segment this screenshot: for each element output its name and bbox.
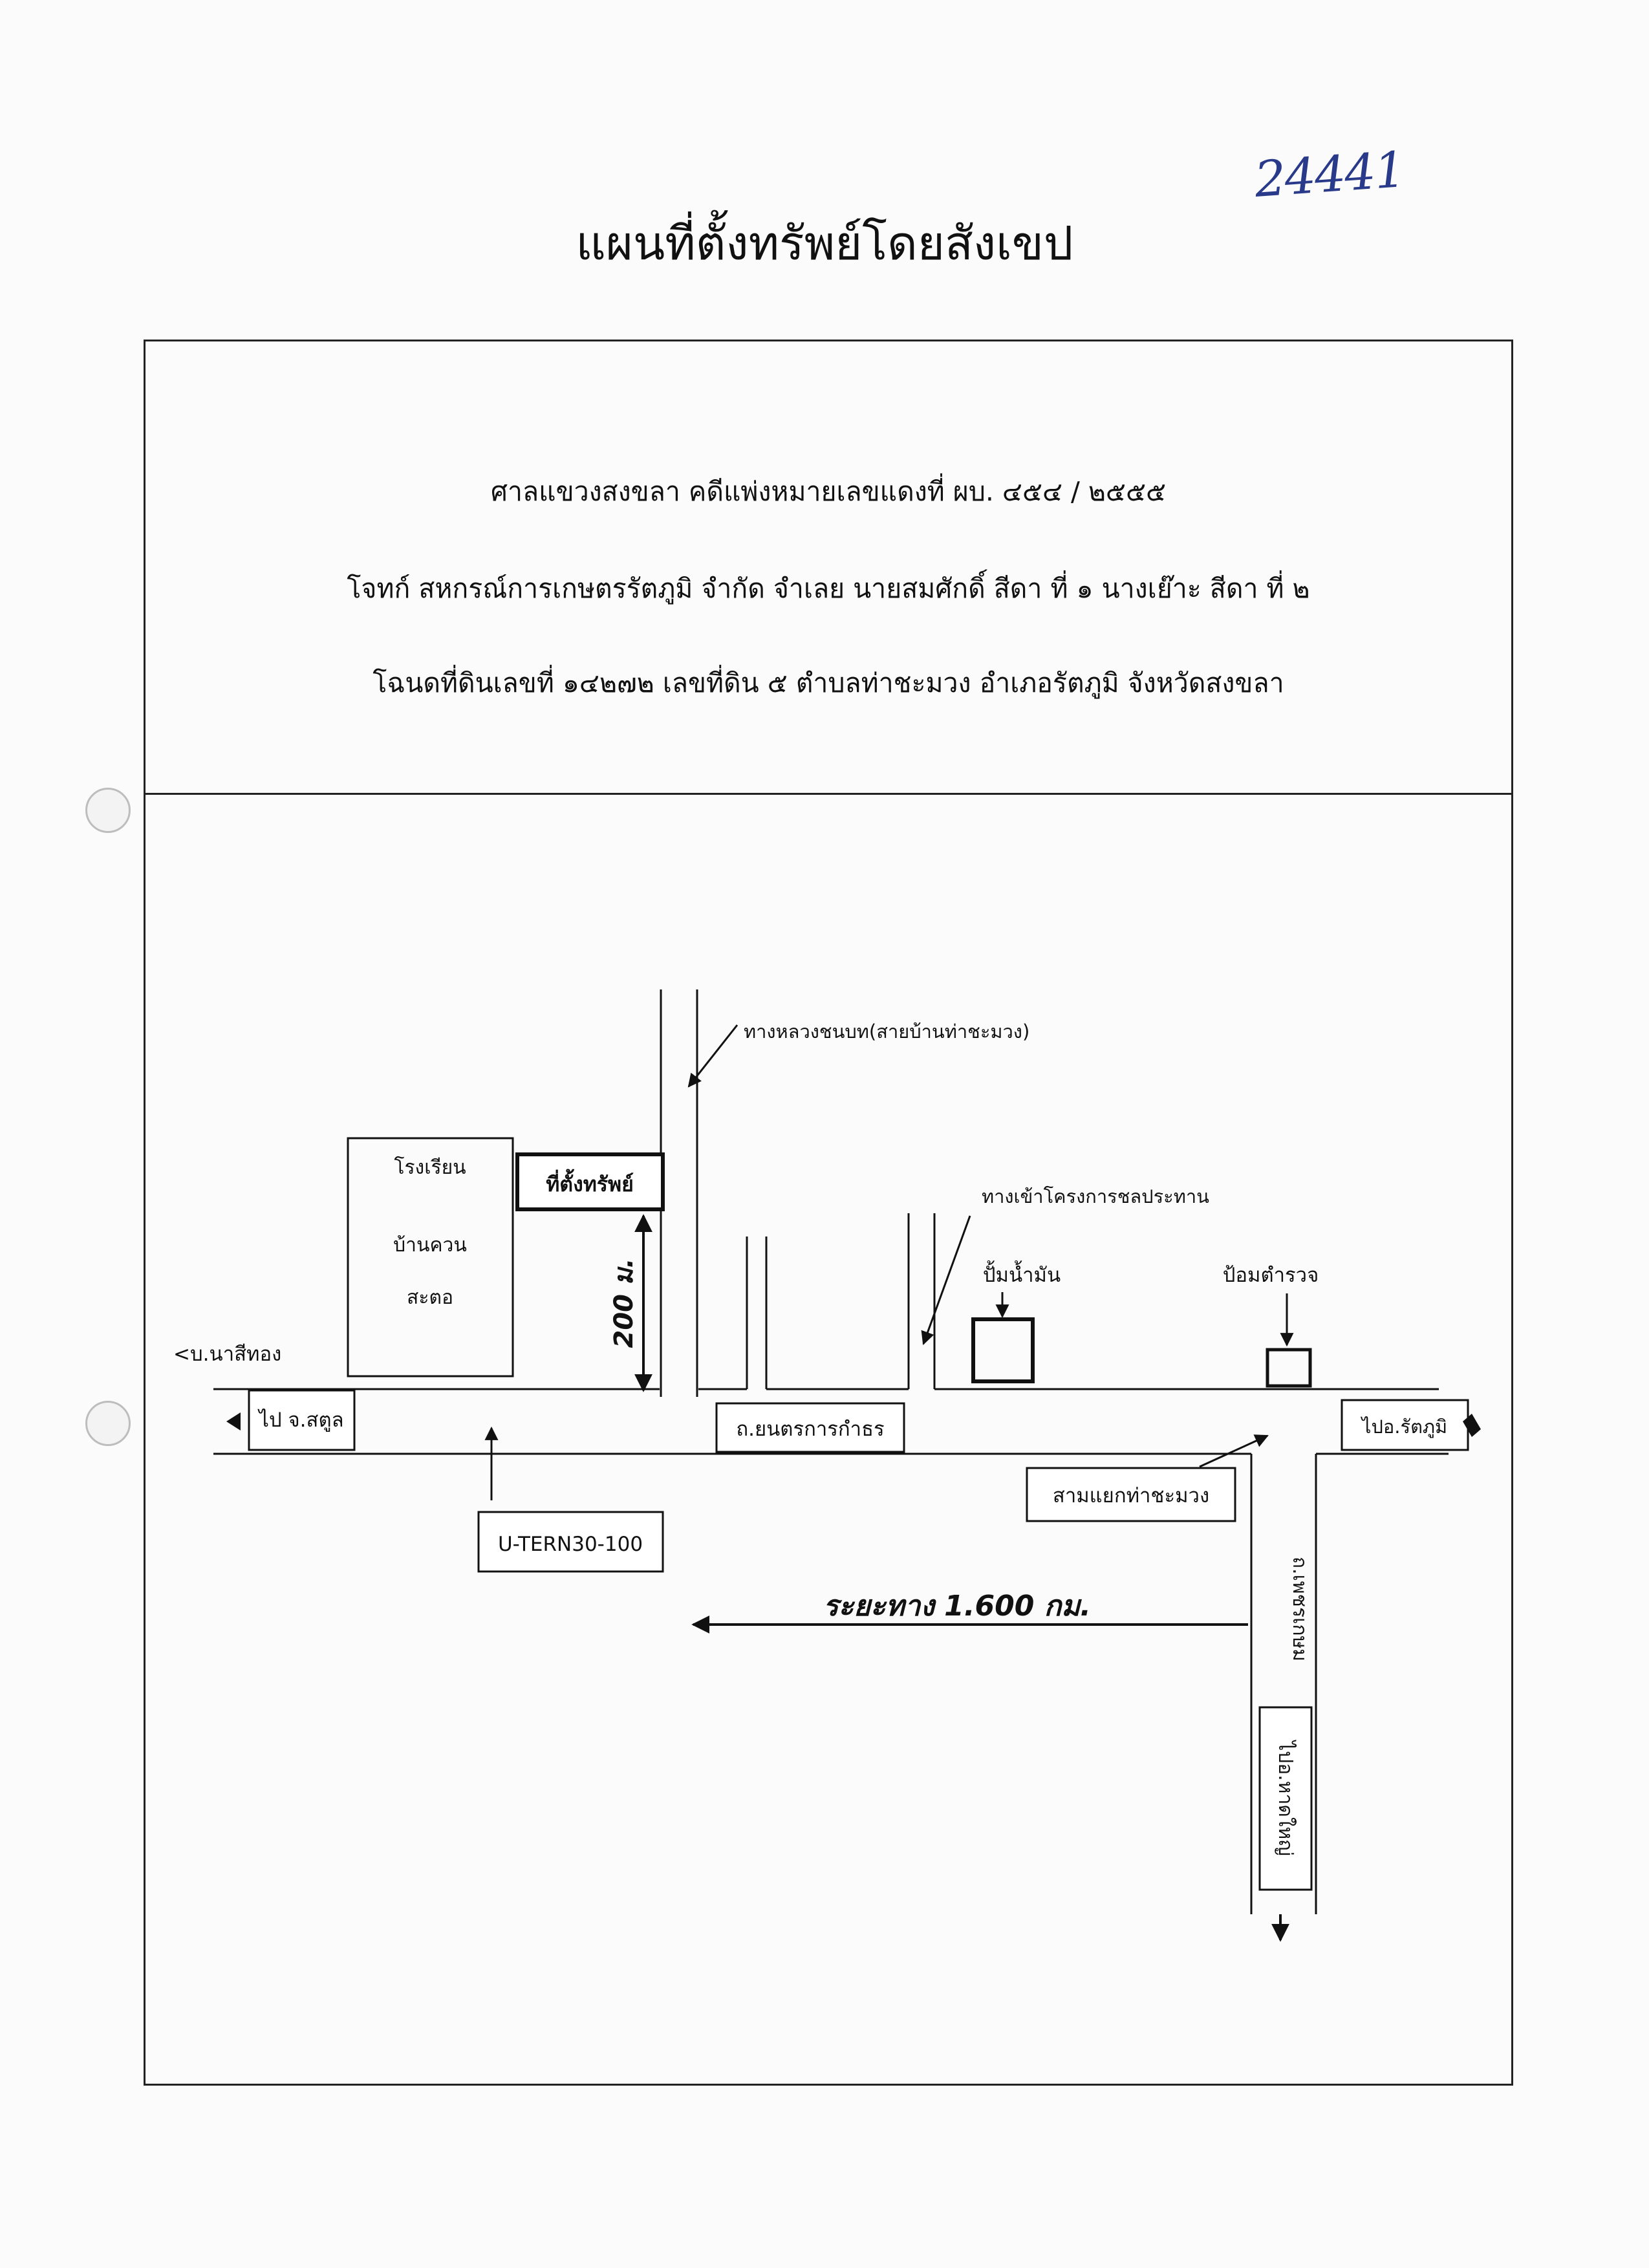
intersection-sign [1026,1467,1236,1522]
gas-station-label: ปั้มน้ำมัน [983,1260,1061,1287]
police-booth-marker [1266,1348,1312,1388]
parties-line: โจทก์ สหกรณ์การเกษตรรัตภูมิ จำกัด จำเลย … [347,573,1310,604]
deed-line: โฉนดที่ดินเลขที่ ๑๔๒๗๒ เลขที่ดิน ๕ ตำบลท… [372,667,1284,698]
to-rattaphum-sign [1341,1399,1469,1451]
rural-road [660,989,698,1397]
punch-hole [85,1401,131,1446]
irrigation-road [907,1213,936,1389]
main-road [213,1388,1449,1455]
to-hat-yai-label: ไปอ.หาดใหญ่ [1274,1740,1297,1856]
property-label: ที่ตั้งทรัพย์ [546,1169,634,1196]
main-road-label: ถ.ยนตรการกำธร [736,1418,884,1441]
rural-road-pointer [687,1024,738,1088]
u-turn-sign [477,1511,664,1573]
to-satun-label: ไป จ.สตูล [257,1409,343,1432]
page-title: แผนที่ตั้งทรัพย์โดยสังเขป [576,216,1073,270]
irrigation-road-label: ทางเข้าโครงการชลประทาน [982,1185,1209,1207]
west-arrow-icon [226,1412,241,1431]
header-divider [144,793,1513,795]
school-label: โรงเรียน [394,1156,466,1179]
side-road [746,1237,768,1389]
intersection-pointer [1199,1434,1269,1468]
school-building [347,1137,514,1377]
phetkasem-road [1250,1454,1317,1914]
punch-hole [85,788,131,833]
school-label: บ้านควน [393,1234,467,1257]
east-arrow-icon [1463,1414,1481,1437]
phetkasem-road-label: ถ.เพชรเกษม [1288,1557,1311,1661]
u-turn-label: U-TERN30-100 [498,1533,643,1556]
to-satun-sign [248,1389,356,1451]
intersection-label: สามแยกท่าชะมวง [1053,1484,1209,1507]
to-na-si-thong-label: <บ.นาสีทอง [173,1343,281,1366]
to-hat-yai-sign [1258,1706,1313,1891]
school-label: สะตอ [407,1286,453,1309]
property-marker [515,1152,665,1211]
case-info-line: ศาลแขวงสงขลา คดีแพ่งหมายเลขแดงที่ ผบ. ๔๕… [490,476,1167,507]
to-rattaphum-label: ไปอ.รัตภูมิ [1361,1416,1447,1438]
gas-station-marker [971,1317,1035,1383]
irrigation-road-pointer [921,1215,971,1345]
distance-200-label: 200 ม. [609,1258,639,1348]
rural-road-label: ทางหลวงชนบท(สายบ้านท่าชะมวง) [744,1021,1029,1042]
distance-total-label: ระยะทาง 1.600 กม. [823,1590,1091,1623]
document-frame [144,340,1513,2086]
police-booth-label: ป้อมตำรวจ [1223,1264,1319,1287]
main-road-sign [715,1402,905,1453]
